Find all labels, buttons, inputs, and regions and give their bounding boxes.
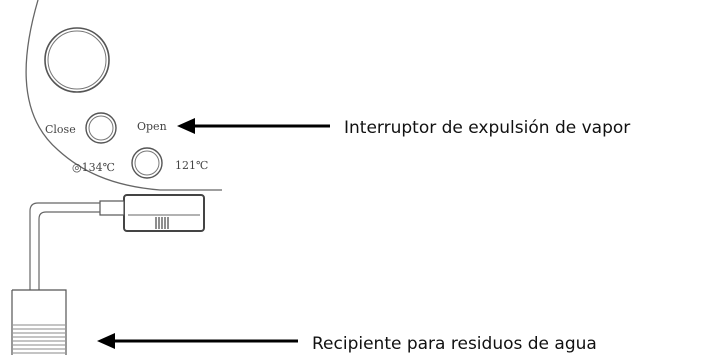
steam-release-knob-inner — [88, 115, 114, 141]
water-container-callout: Recipiente para residuos de agua — [312, 334, 597, 354]
drain-valve-box — [123, 194, 205, 232]
open-label: Open — [137, 120, 167, 133]
temp-121-label: 121℃ — [175, 159, 208, 172]
temp-134-label: ◎134℃ — [72, 161, 115, 174]
drain-hose-outer — [29, 202, 100, 290]
arrow-left-icon — [97, 333, 298, 349]
close-label: Close — [45, 123, 76, 136]
temperature-selector-knob-inner — [134, 150, 160, 176]
pressure-gauge-inner — [47, 30, 107, 90]
temperature-selector-knob — [131, 147, 163, 179]
hose-fitting — [99, 200, 125, 216]
waste-water-container — [11, 289, 67, 355]
pressure-gauge — [44, 27, 110, 93]
arrow-left-icon — [177, 118, 330, 134]
device-body-outline — [25, 0, 222, 191]
steam-release-knob — [85, 112, 117, 144]
drain-valve-grip — [155, 217, 169, 229]
drain-hose-inner — [38, 211, 100, 290]
steam-switch-callout: Interruptor de expulsión de vapor — [344, 118, 630, 138]
